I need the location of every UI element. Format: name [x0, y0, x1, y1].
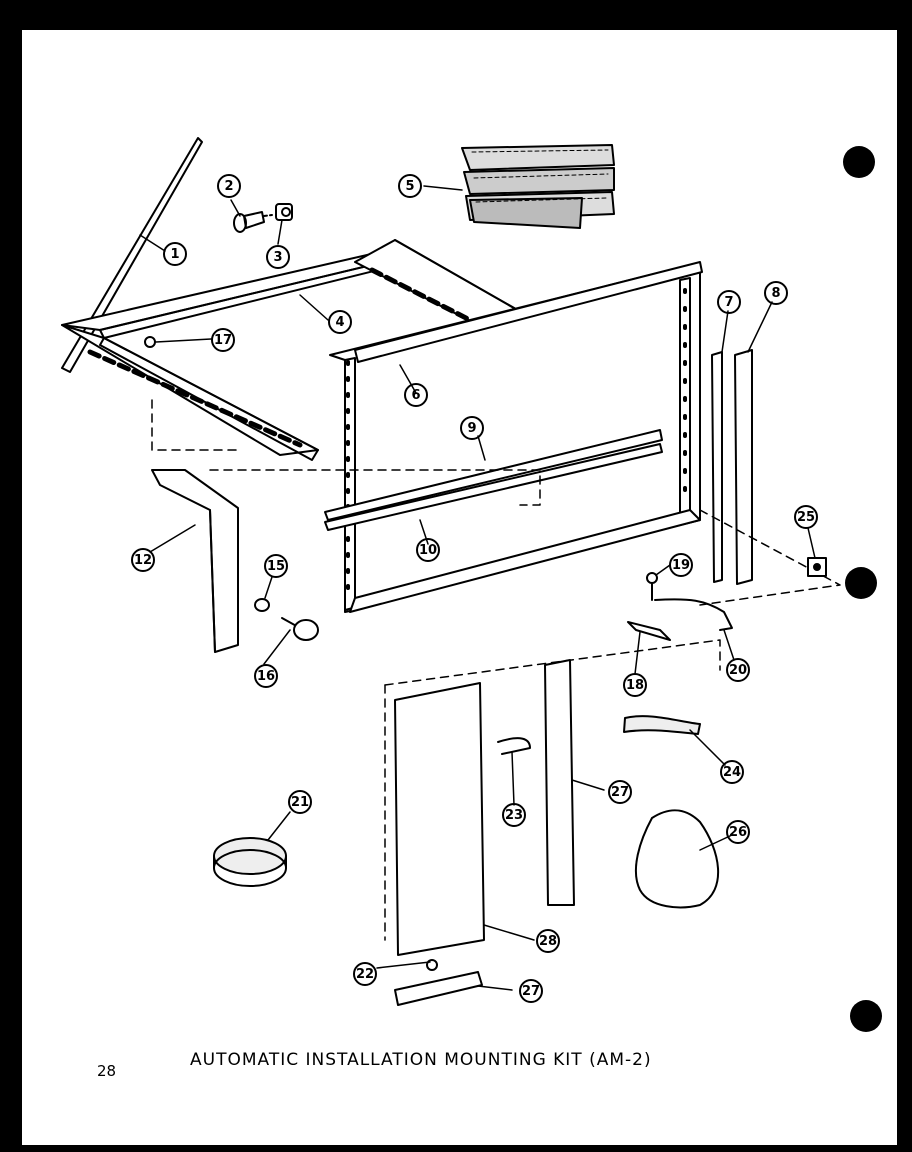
callout-10-label: 10 [419, 543, 437, 558]
part-24-sealing-strip [623, 715, 701, 735]
binder-hole-top [843, 146, 875, 178]
part-19-screw [646, 572, 658, 601]
callout-4-label: 4 [335, 315, 344, 330]
callout-22-label: 22 [356, 967, 374, 982]
callout-12: 12 [131, 548, 155, 572]
part-28-curtain-panel [394, 682, 485, 956]
install-outline [151, 399, 841, 941]
callout-19: 19 [669, 553, 693, 577]
leader-lines [139, 185, 816, 991]
callout-26: 26 [726, 820, 750, 844]
callout-24-label: 24 [723, 765, 741, 780]
callout-1: 1 [163, 242, 187, 266]
callout-9-label: 9 [467, 421, 476, 436]
callout-24: 24 [720, 760, 744, 784]
callout-4: 4 [328, 310, 352, 334]
callout-25: 25 [794, 505, 818, 529]
callout-5: 5 [398, 174, 422, 198]
part-23-retainer-clip [497, 737, 531, 755]
callout-10: 10 [416, 538, 440, 562]
callout-15-label: 15 [267, 559, 285, 574]
callout-20: 20 [726, 658, 750, 682]
callout-27-upper: 27 [608, 780, 632, 804]
part-1-support-rod [61, 137, 203, 373]
part-18-clip [627, 621, 671, 641]
part-20-ground-wire [654, 598, 733, 631]
part-16-leveling-bolt [281, 617, 319, 641]
part-25-nut-plate [807, 557, 827, 577]
callout-9: 9 [460, 416, 484, 440]
callout-8: 8 [764, 281, 788, 305]
drawing-sheet [22, 30, 897, 1145]
callout-18-label: 18 [626, 678, 644, 693]
callout-16-label: 16 [257, 669, 275, 684]
part-22-screw [426, 959, 438, 971]
part-6-front-frame [329, 261, 703, 613]
diagram-caption: AUTOMATIC INSTALLATION MOUNTING KIT (AM-… [190, 1050, 652, 1070]
part-7-side-channel [711, 351, 723, 583]
callout-6: 6 [404, 383, 428, 407]
callout-27-lower-label: 27 [522, 984, 540, 999]
callout-28: 28 [536, 929, 560, 953]
part-5-foam-seal [461, 144, 615, 229]
callout-23: 23 [502, 803, 526, 827]
part-2-carriage-bolt [233, 211, 273, 233]
part-27-rail-channel-vertical [544, 659, 575, 906]
callout-16: 16 [254, 664, 278, 688]
callout-2: 2 [217, 174, 241, 198]
part-3-nut [275, 203, 293, 221]
callout-17: 17 [211, 328, 235, 352]
part-26-bag [635, 809, 720, 909]
callout-15: 15 [264, 554, 288, 578]
callout-20-label: 20 [729, 663, 747, 678]
callout-1-label: 1 [170, 247, 179, 262]
callout-27-upper-label: 27 [611, 785, 629, 800]
part-12-leg-bracket [151, 469, 239, 653]
callout-21-label: 21 [291, 795, 309, 810]
callout-23-label: 23 [505, 808, 523, 823]
callout-27-lower: 27 [519, 979, 543, 1003]
callout-26-label: 26 [729, 825, 747, 840]
binder-hole-bottom [850, 1000, 882, 1032]
callout-17-label: 17 [214, 333, 232, 348]
part-27-rail-channel-bottom [394, 971, 483, 1006]
page-number: 28 [97, 1062, 117, 1080]
callout-8-label: 8 [771, 286, 780, 301]
callout-12-label: 12 [134, 553, 152, 568]
part-21-tape-roll [213, 837, 287, 887]
callout-3-label: 3 [273, 250, 282, 265]
part-15-lock-washer [254, 598, 270, 612]
part-9-upper-rail [324, 429, 663, 521]
callout-21: 21 [288, 790, 312, 814]
binder-hole-middle [845, 567, 877, 599]
callout-28-label: 28 [539, 934, 557, 949]
callout-7: 7 [717, 290, 741, 314]
part-17-screw [144, 336, 156, 348]
callout-5-label: 5 [405, 179, 414, 194]
callout-2-label: 2 [224, 179, 233, 194]
callout-18: 18 [623, 673, 647, 697]
callout-3: 3 [266, 245, 290, 269]
callout-7-label: 7 [724, 295, 733, 310]
part-8-side-channel [734, 349, 753, 585]
part-10-lower-rail [324, 443, 663, 531]
callout-22: 22 [353, 962, 377, 986]
callout-25-label: 25 [797, 510, 815, 525]
callout-19-label: 19 [672, 558, 690, 573]
callout-6-label: 6 [411, 388, 420, 403]
